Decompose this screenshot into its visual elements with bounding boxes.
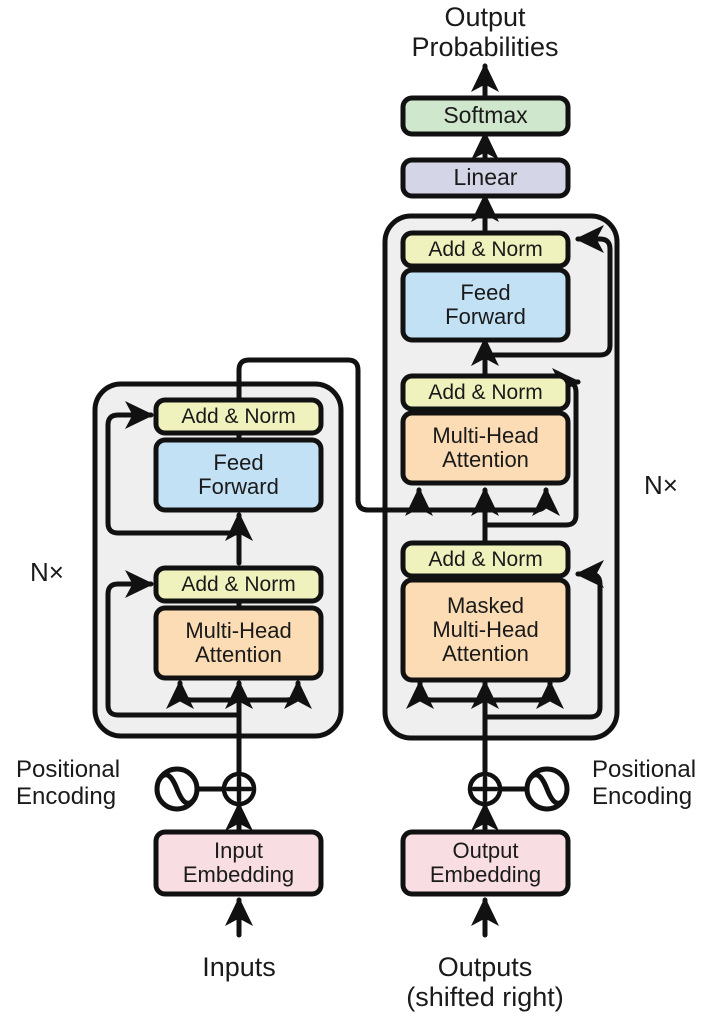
decoder-masked-multi-head-attention-block[interactable] — [400, 577, 571, 683]
decoder-add-norm-bottom-block[interactable] — [400, 540, 571, 579]
output-embedding-block[interactable] — [400, 829, 571, 897]
sine-wave-curve — [156, 772, 198, 806]
softmax-block[interactable] — [400, 95, 571, 137]
sum-circle-group-left — [221, 771, 257, 807]
linear-block[interactable] — [400, 157, 571, 199]
decoder-add-norm-top-block[interactable] — [400, 230, 571, 269]
wire-enc-attn-input-right — [236, 679, 313, 709]
wire-enc-residual-1 — [105, 570, 242, 718]
wire-dec-residual-3 — [482, 224, 613, 358]
decoder-multi-head-attention-block[interactable] — [400, 410, 571, 486]
decoder-feed-forward-block[interactable] — [400, 267, 571, 343]
input-embedding-block[interactable] — [153, 829, 324, 897]
encoder-add-norm-top-block[interactable] — [153, 397, 324, 436]
wire-enc-attn-input-left — [166, 679, 242, 709]
plus-glyph — [225, 775, 253, 803]
wire-encoder-output-branch-right — [355, 486, 561, 516]
sine-wave-curve — [526, 772, 568, 806]
block-rectangles — [153, 95, 571, 897]
wire-dec-residual-1 — [482, 559, 604, 720]
encoder-add-norm-bottom-block[interactable] — [153, 565, 324, 604]
positional-encoding-label-left: Positional Encoding — [16, 756, 121, 811]
positional-encoding-icon-group-right — [524, 766, 570, 812]
wire-dec-masked-attn-input-left — [406, 679, 488, 709]
encoder-feed-forward-block[interactable] — [153, 437, 324, 513]
encoder-multi-head-attention-block[interactable] — [153, 605, 324, 681]
wire-dec-masked-attn-input-right — [482, 679, 565, 709]
wire-enc-residual-2 — [105, 401, 242, 536]
positional-encoding-label-right: Positional Encoding — [592, 756, 697, 811]
positional-encoding-icon-group-left — [154, 766, 200, 812]
connection-wires — [105, 62, 613, 938]
decoder-add-norm-mid-block[interactable] — [400, 373, 571, 412]
plus-glyph — [471, 775, 499, 803]
nx-label-encoder: N× — [30, 557, 64, 587]
encoder-stack-container — [92, 381, 344, 739]
sum-circle-group-right — [467, 771, 503, 807]
nx-label-decoder: N× — [644, 470, 678, 500]
